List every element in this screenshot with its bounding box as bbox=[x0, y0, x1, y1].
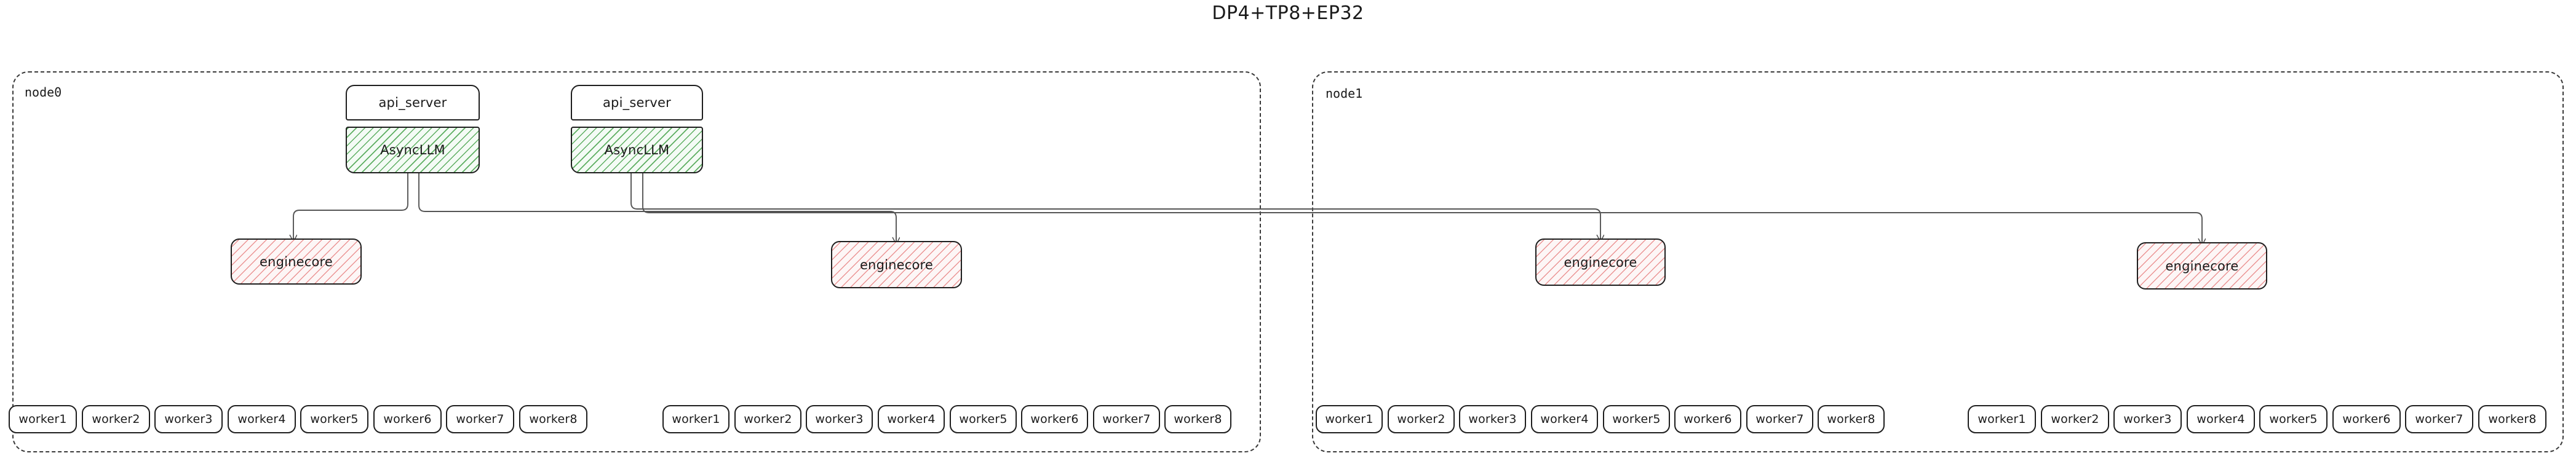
worker-label: worker1 bbox=[672, 412, 720, 426]
worker-box[interactable]: worker3 bbox=[2113, 405, 2182, 433]
worker-group-node0-0: worker1 worker2 worker3 worker4 worker5 worke… bbox=[9, 405, 587, 433]
worker-label: worker5 bbox=[310, 412, 359, 426]
worker-label: worker6 bbox=[1684, 412, 1732, 426]
worker-label: worker4 bbox=[887, 412, 936, 426]
worker-box[interactable]: worker4 bbox=[878, 405, 945, 433]
asyncllm-label: AsyncLLM bbox=[380, 143, 445, 157]
worker-group-node1-1: worker1 worker2 worker3 worker4 worker5 worke… bbox=[1968, 405, 2546, 433]
node-container-node0 bbox=[12, 71, 1261, 452]
worker-box[interactable]: worker8 bbox=[1164, 405, 1231, 433]
worker-label: worker3 bbox=[815, 412, 864, 426]
worker-box[interactable]: worker1 bbox=[1968, 405, 2036, 433]
api-server-label: api_server bbox=[378, 95, 447, 110]
worker-box[interactable]: worker1 bbox=[662, 405, 729, 433]
node-container-node1 bbox=[1312, 71, 2564, 452]
worker-group-node1-0: worker1 worker2 worker3 worker4 worker5 worke… bbox=[1316, 405, 1885, 433]
worker-label: worker5 bbox=[2269, 412, 2318, 426]
worker-box[interactable]: worker5 bbox=[2259, 405, 2328, 433]
worker-label: worker3 bbox=[1468, 412, 1517, 426]
worker-group-node0-1: worker1 worker2 worker3 worker4 worker5 worke… bbox=[662, 405, 1231, 433]
enginecore-label: enginecore bbox=[1564, 254, 1637, 270]
asyncllm-label: AsyncLLM bbox=[604, 143, 670, 157]
worker-box[interactable]: worker5 bbox=[950, 405, 1017, 433]
worker-box[interactable]: worker6 bbox=[1021, 405, 1088, 433]
worker-label: worker2 bbox=[744, 412, 792, 426]
worker-label: worker2 bbox=[92, 412, 140, 426]
worker-label: worker3 bbox=[2123, 412, 2172, 426]
worker-box[interactable]: worker6 bbox=[1674, 405, 1741, 433]
worker-label: worker1 bbox=[18, 412, 67, 426]
enginecore-box-node0-0[interactable]: enginecore bbox=[231, 238, 362, 285]
worker-label: worker8 bbox=[2488, 412, 2537, 426]
asyncllm-box-1[interactable]: AsyncLLM bbox=[571, 127, 703, 173]
worker-box[interactable]: worker8 bbox=[2478, 405, 2546, 433]
worker-label: worker1 bbox=[1978, 412, 2026, 426]
enginecore-box-node0-1[interactable]: enginecore bbox=[831, 241, 962, 288]
worker-label: worker7 bbox=[456, 412, 504, 426]
worker-box[interactable]: worker4 bbox=[1531, 405, 1598, 433]
worker-label: worker6 bbox=[1030, 412, 1079, 426]
worker-label: worker5 bbox=[1612, 412, 1661, 426]
worker-box[interactable]: worker6 bbox=[373, 405, 442, 433]
worker-label: worker8 bbox=[529, 412, 578, 426]
api-server-box-0[interactable]: api_server bbox=[346, 85, 480, 120]
worker-box[interactable]: worker5 bbox=[300, 405, 368, 433]
node-label-node1: node1 bbox=[1326, 86, 1363, 101]
worker-label: worker1 bbox=[1325, 412, 1373, 426]
api-server-label: api_server bbox=[602, 95, 671, 110]
worker-box[interactable]: worker7 bbox=[1746, 405, 1813, 433]
worker-box[interactable]: worker7 bbox=[446, 405, 514, 433]
worker-label: worker7 bbox=[2415, 412, 2463, 426]
worker-box[interactable]: worker7 bbox=[2405, 405, 2473, 433]
enginecore-box-node1-1[interactable]: enginecore bbox=[2137, 242, 2267, 290]
worker-label: worker8 bbox=[1174, 412, 1222, 426]
worker-box[interactable]: worker4 bbox=[228, 405, 296, 433]
worker-label: worker3 bbox=[164, 412, 213, 426]
worker-box[interactable]: worker1 bbox=[9, 405, 77, 433]
enginecore-label: enginecore bbox=[859, 257, 934, 272]
worker-box[interactable]: worker3 bbox=[1459, 405, 1526, 433]
worker-box[interactable]: worker4 bbox=[2187, 405, 2255, 433]
worker-box[interactable]: worker5 bbox=[1603, 405, 1670, 433]
worker-label: worker6 bbox=[383, 412, 432, 426]
worker-box[interactable]: worker2 bbox=[734, 405, 801, 433]
api-server-box-1[interactable]: api_server bbox=[571, 85, 703, 120]
enginecore-box-node1-0[interactable]: enginecore bbox=[1535, 238, 1666, 286]
worker-box[interactable]: worker7 bbox=[1093, 405, 1160, 433]
worker-label: worker4 bbox=[1540, 412, 1589, 426]
worker-label: worker2 bbox=[2051, 412, 2099, 426]
worker-label: worker6 bbox=[2342, 412, 2391, 426]
worker-box[interactable]: worker1 bbox=[1316, 405, 1383, 433]
worker-box[interactable]: worker8 bbox=[519, 405, 587, 433]
asyncllm-box-0[interactable]: AsyncLLM bbox=[346, 127, 480, 173]
worker-box[interactable]: worker3 bbox=[154, 405, 223, 433]
enginecore-label: enginecore bbox=[259, 254, 333, 269]
enginecore-label: enginecore bbox=[2165, 258, 2239, 274]
worker-box[interactable]: worker2 bbox=[1388, 405, 1455, 433]
worker-label: worker4 bbox=[2196, 412, 2245, 426]
worker-box[interactable]: worker3 bbox=[806, 405, 873, 433]
worker-label: worker8 bbox=[1827, 412, 1875, 426]
worker-box[interactable]: worker2 bbox=[82, 405, 150, 433]
worker-label: worker7 bbox=[1102, 412, 1151, 426]
worker-label: worker2 bbox=[1397, 412, 1445, 426]
node-label-node0: node0 bbox=[25, 85, 62, 100]
worker-label: worker5 bbox=[959, 412, 1008, 426]
worker-box[interactable]: worker2 bbox=[2041, 405, 2109, 433]
worker-box[interactable]: worker6 bbox=[2332, 405, 2401, 433]
worker-label: worker7 bbox=[1755, 412, 1804, 426]
diagram-title: DP4+TP8+EP32 bbox=[1212, 2, 1364, 24]
worker-label: worker4 bbox=[237, 412, 286, 426]
worker-box[interactable]: worker8 bbox=[1818, 405, 1885, 433]
